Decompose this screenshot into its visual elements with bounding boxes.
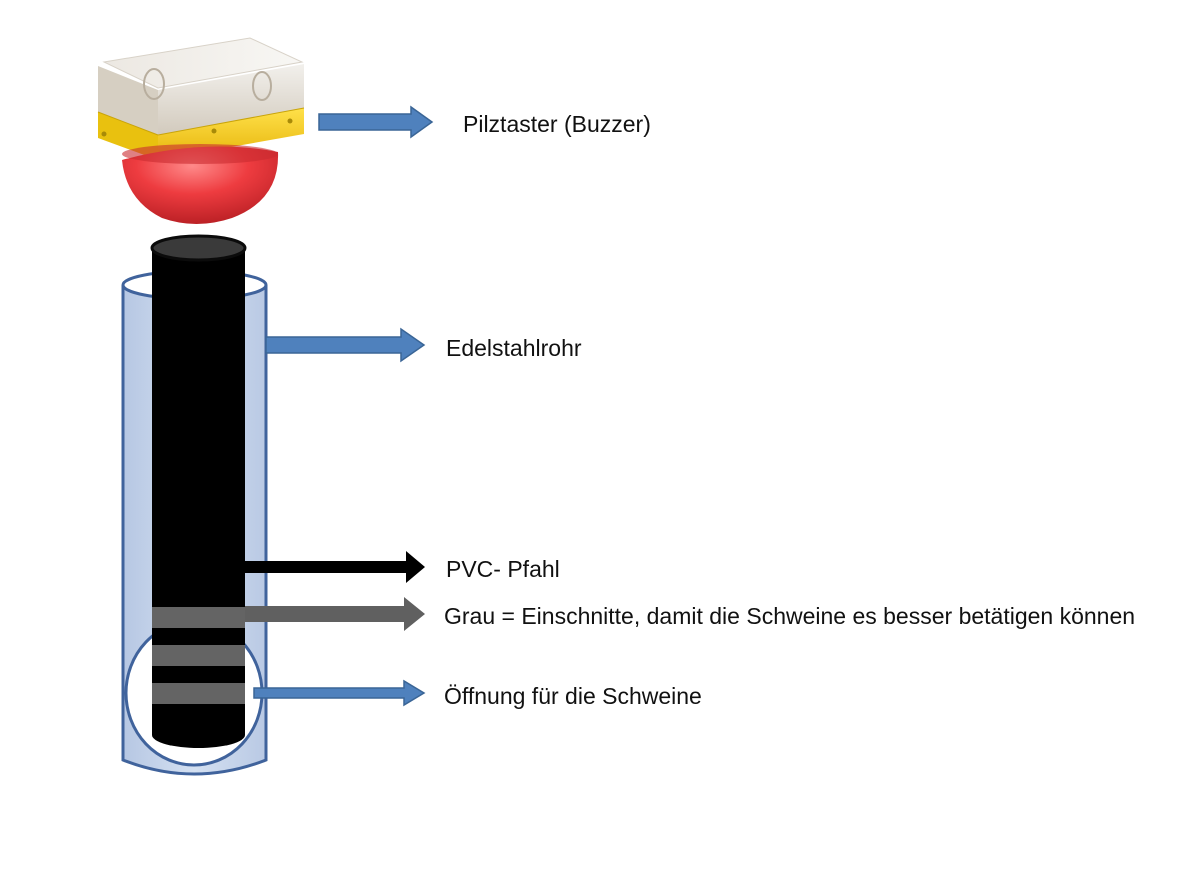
mushroom-push-button-icon xyxy=(97,37,305,224)
groove-1 xyxy=(152,607,245,628)
steel-pipe-label: Edelstahlrohr xyxy=(446,335,582,361)
arrow-grooves xyxy=(245,597,425,631)
groove-2 xyxy=(152,645,245,666)
opening-label: Öffnung für die Schweine xyxy=(444,683,702,709)
arrow-steel-pipe xyxy=(265,327,426,363)
arrow-buzzer xyxy=(318,105,434,139)
pvc-post-icon xyxy=(150,234,247,748)
pvc-post-label: PVC- Pfahl xyxy=(446,556,560,582)
grooves-label: Grau = Einschnitte, damit die Schweine e… xyxy=(444,603,1136,629)
buzzer-label: Pilztaster (Buzzer) xyxy=(463,111,651,137)
arrow-opening xyxy=(253,679,426,707)
groove-3 xyxy=(152,683,245,704)
arrow-pvc-post xyxy=(245,551,425,583)
